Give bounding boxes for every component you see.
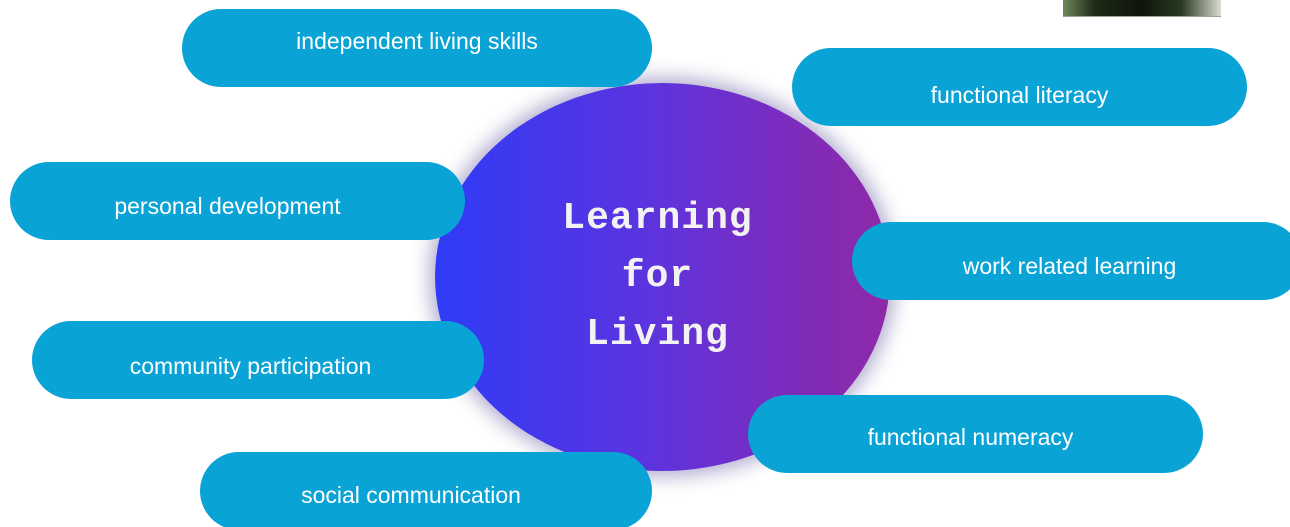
- branch-functional-numeracy: functional numeracy: [748, 395, 1203, 473]
- center-node: Learning for Living: [435, 83, 890, 471]
- branch-independent-living-skills: independent living skills: [182, 9, 652, 87]
- branch-label: personal development: [114, 193, 341, 219]
- branch-work-related-learning: work related learning: [852, 222, 1290, 300]
- branch-label: functional literacy: [930, 82, 1109, 108]
- center-label-line-3: Living: [586, 313, 729, 356]
- branch-label: independent living skills: [296, 28, 538, 54]
- corner-photo: [1063, 0, 1221, 17]
- branch-label: work related learning: [962, 253, 1177, 279]
- center-label-line-1: Learning: [562, 197, 753, 240]
- branch-label: functional numeracy: [867, 424, 1074, 450]
- branch-label: community participation: [129, 353, 372, 379]
- branch-social-communication: social communication: [200, 452, 652, 527]
- branch-label: social communication: [301, 482, 521, 508]
- branch-functional-literacy: functional literacy: [792, 48, 1247, 126]
- branch-personal-development: personal development: [10, 162, 465, 240]
- branch-community-participation: community participation: [32, 321, 484, 399]
- center-label-line-2: for: [621, 255, 694, 298]
